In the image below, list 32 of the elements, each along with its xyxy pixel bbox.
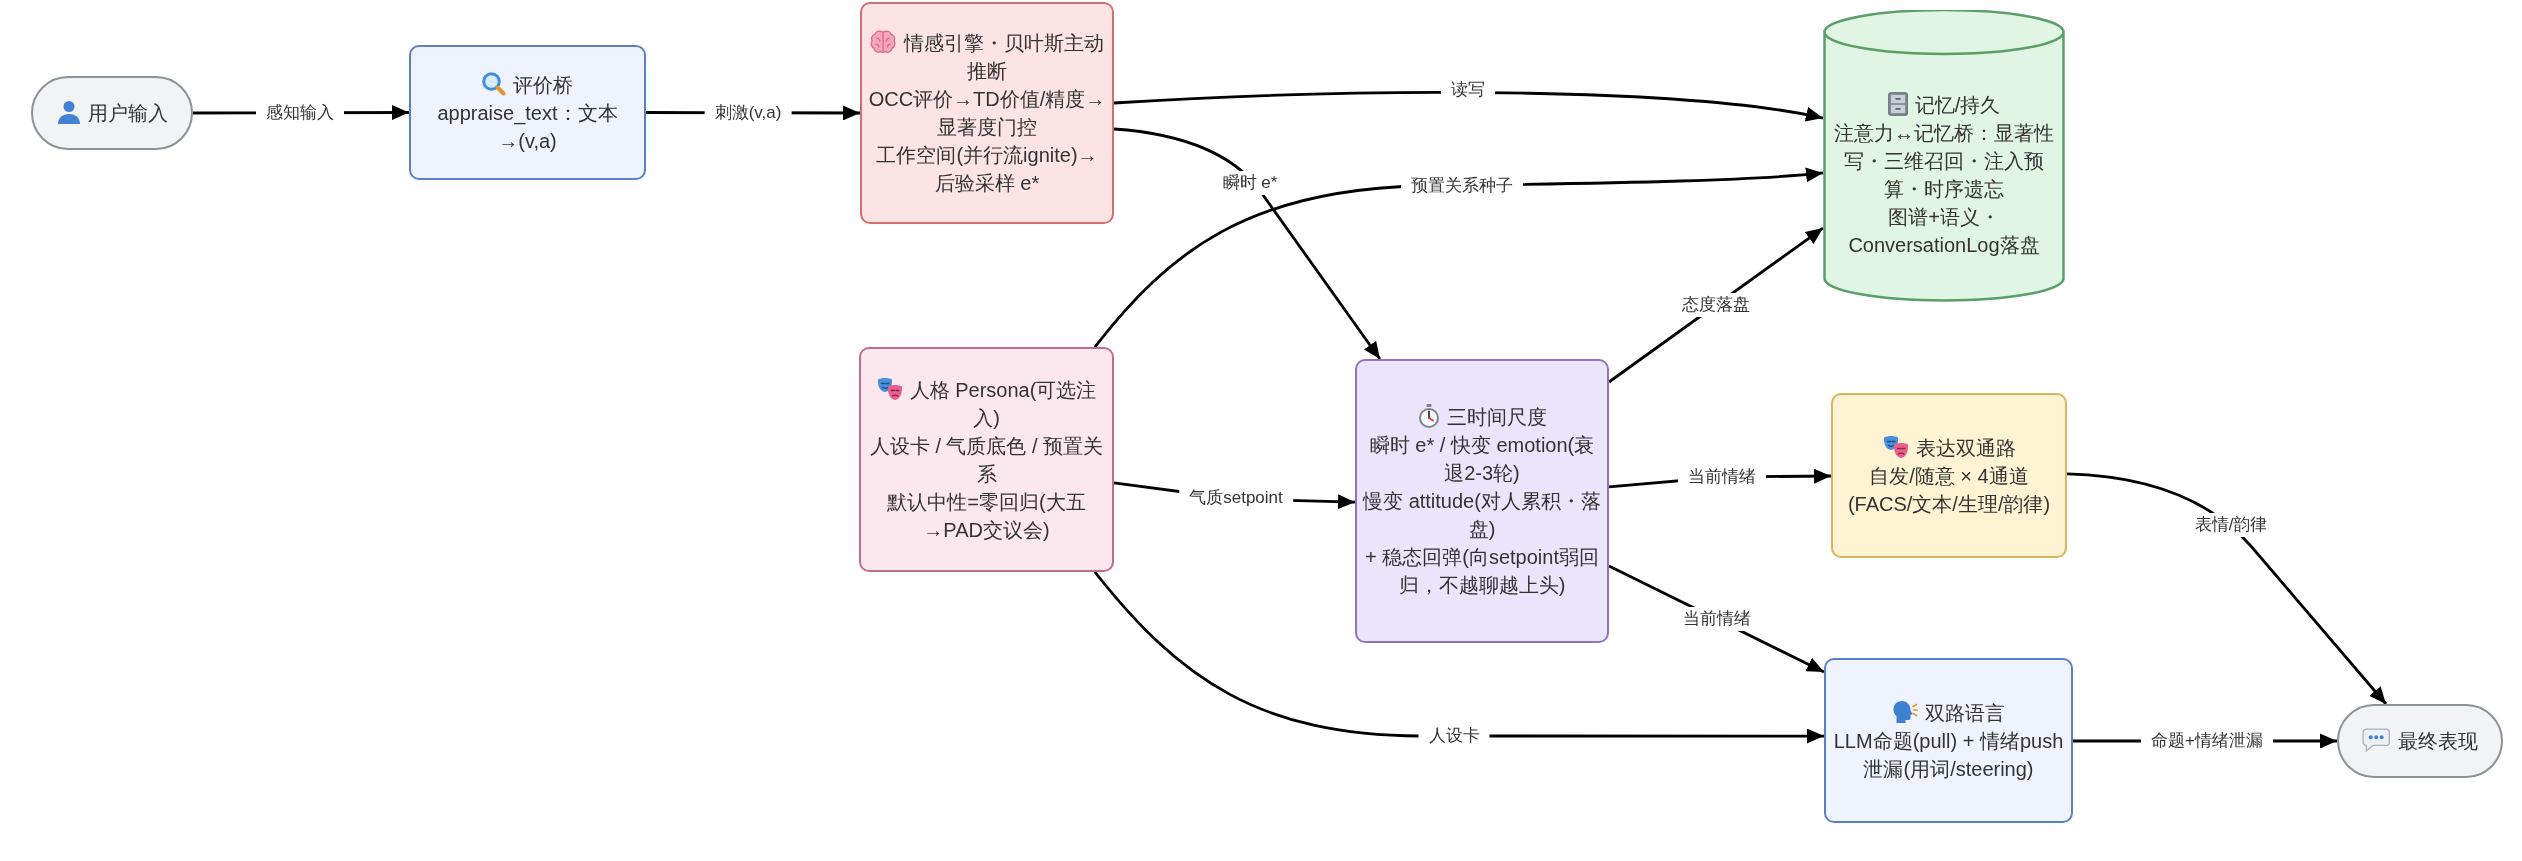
arrow xyxy=(2066,472,2388,705)
process-box xyxy=(1831,393,2067,558)
node-text: 慢变 attitude(对人累积・落盘) xyxy=(1363,489,1601,542)
node-title: 双路语言 xyxy=(1925,701,2005,724)
arrow xyxy=(1113,127,1382,360)
node-title: 评价桥 xyxy=(513,73,573,96)
node-title: 最终表现 xyxy=(2397,730,2478,752)
node-title: 用户输入 xyxy=(87,102,168,124)
node-title: 人格 Persona(可选注入) xyxy=(909,378,1097,429)
node-text: 注意力↔记忆桥：显著性写・三维召回・注入预算・时序遗忘 xyxy=(1833,121,2055,202)
arrow xyxy=(1093,571,1824,744)
node-text: OCC评价→TD价值/精度→显著度门控 xyxy=(868,87,1106,140)
node-text: 自发/随意 × 4通道(FACS/文本/生理/韵律) xyxy=(1846,463,2052,517)
node-text: appraise_text：文本→(v,a) xyxy=(436,100,619,154)
node-text: 图谱+语义・ConversationLog落盘 xyxy=(1847,205,2041,258)
node-text: 工作空间(并行流ignite)→后验采样 e* xyxy=(875,143,1099,196)
arrow xyxy=(1113,91,1824,123)
process-box xyxy=(409,45,646,180)
node-text: 人设卡 / 气质底色 / 预置关系 xyxy=(868,433,1105,487)
node-title: 情感引擎・贝叶斯主动推断 xyxy=(903,32,1104,82)
node-title: 三时间尺度 xyxy=(1446,406,1547,428)
process-box xyxy=(859,347,1114,572)
node-text: 默认中性=零回归(大五→PAD交议会) xyxy=(886,489,1087,543)
node-text: 瞬时 e* / 快变 emotion(衰退2-3轮) xyxy=(1368,433,1596,486)
database-cylinder xyxy=(1823,10,2065,302)
node-title: 表达双通路 xyxy=(1915,436,2016,459)
node-text: LLM命题(pull) + 情绪push泄漏(用词/steering) xyxy=(1832,728,2065,782)
process-box xyxy=(1824,658,2073,823)
node-title: 记忆/持久 xyxy=(1914,94,2001,116)
process-box xyxy=(1355,359,1609,643)
process-box xyxy=(860,2,1114,224)
node-text: + 稳态回弹(向setpoint弱回归，不越聊越上头) xyxy=(1364,545,1600,598)
